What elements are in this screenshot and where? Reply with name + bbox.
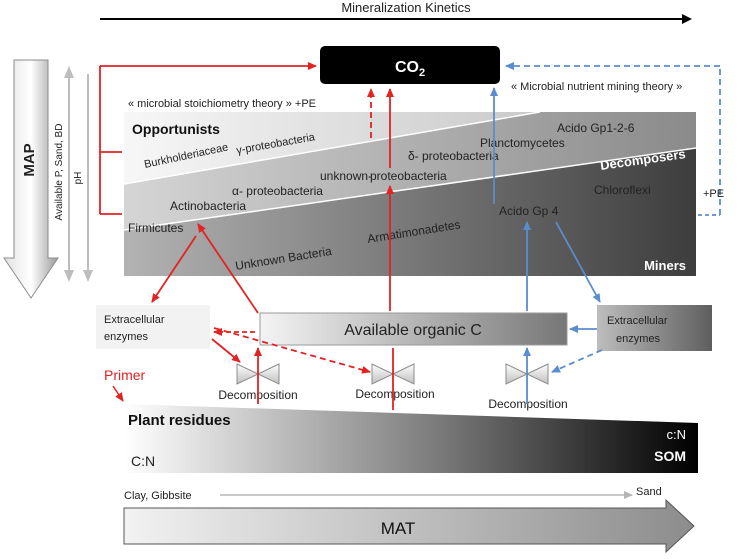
primer-arrow [112,385,124,402]
available-c-box [259,312,568,346]
taxon-actinobacteria: Actinobacteria [170,199,246,213]
pe-right-label: +PE [703,188,724,200]
opportunists-label: Opportunists [132,121,220,137]
blue-dashed-to-valve [551,349,603,373]
plant-residues-label: Plant residues [128,412,231,429]
enzymes-right-line2: enzymes [616,333,661,345]
decomposition-middle-label: Decomposition [355,387,434,401]
blue-to-enzymes [555,221,601,303]
soil-properties-label: Available P, Sand, BD [54,124,65,221]
nutrient-mining-theory-label: « Microbial nutrient mining theory » [511,81,682,93]
soil-arrow-down [64,270,74,282]
ph-arrow-down [83,270,93,282]
enzymes-right-line1: Extracellular [607,315,668,327]
taxon-planctomycetes: Planctomycetes [480,136,565,150]
taxon-chloroflexi: Chloroflexi [594,183,651,197]
map-label: MAP [21,143,38,176]
enzymes-left-line1: Extracellular [104,314,165,326]
valve-left-icon [236,363,280,385]
co2-box [320,46,500,84]
enzymes-right-box [597,305,712,351]
cn-right-label: c:N [667,427,687,442]
ph-label: pH [73,172,84,185]
som-label: SOM [654,448,686,464]
soil-arrow-up [64,66,74,78]
map-arrow [3,59,59,299]
red-enzymes-to-valve [211,338,241,363]
taxon-unknown-proteobacteria-a: unknown- [320,169,372,183]
taxon-delta-proteobacteria: δ- proteobacteria [408,149,499,163]
miners-label: Miners [644,258,686,273]
stoichiometry-theory-label: « microbial stoichiometry theory » +PE [128,98,316,110]
taxon-unknown-proteobacteria-b: proteobacteria [370,169,447,183]
opportunists-divider [123,111,541,185]
primer-label: Primer [104,367,146,383]
enzymes-left-line2: enzymes [104,331,149,343]
blue-flows [490,62,721,404]
substrate-wedge [124,404,698,473]
co2-label: CO2 [395,59,425,79]
red-flows [99,62,394,410]
mat-label: MAT [381,519,416,538]
red-dashed-to-valve-middle [213,327,371,374]
valve-middle-icon [371,363,415,385]
red-to-actino [197,223,259,314]
valve-right-icon [505,363,549,385]
mat-arrow [123,498,695,554]
cn-left-label: C:N [131,453,155,469]
taxon-alpha-proteobacteria: α- proteobacteria [232,184,323,198]
taxon-acido-gp4: Acido Gp 4 [499,204,559,218]
red-to-enzymes [151,235,197,303]
decomposition-right-label: Decomposition [488,397,567,411]
decomposers-divider [123,147,697,231]
taxon-firmicutes: Firmicutes [128,221,183,235]
sand-label: Sand [636,486,662,498]
clay-gibbsite-label: Clay, Gibbsite [124,490,192,502]
taxon-acido-gp126: Acido Gp1-2-6 [557,121,635,135]
enzymes-left-box [96,305,210,349]
available-c-label: Available organic C [344,322,482,339]
mineralization-kinetics-title: Mineralization Kinetics [341,0,471,15]
